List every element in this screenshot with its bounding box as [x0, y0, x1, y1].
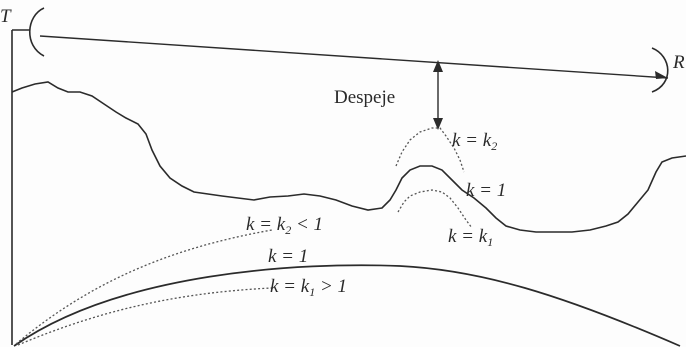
- clearance-label: Despeje: [334, 87, 395, 108]
- receiver-label: R: [672, 52, 685, 73]
- hill-label-k1-text: k = k: [448, 226, 488, 247]
- line-of-sight-arrowhead: [655, 71, 668, 79]
- hill-contour-k1: [397, 189, 473, 229]
- hill-label-k1-mid: k = 1: [466, 180, 506, 201]
- curve-label-k1-greater: k = k1 > 1: [270, 276, 347, 299]
- curve-label-k1-greater-tail: > 1: [315, 276, 347, 297]
- curve-label-k2-less-tail: < 1: [291, 214, 323, 235]
- hill-label-k1: k = k1: [448, 226, 493, 249]
- curve-label-k2-less: k = k2 < 1: [246, 214, 323, 237]
- terrain-profile: [11, 81, 686, 233]
- hill-label-k2: k = k2: [452, 130, 497, 153]
- transmitter-label: T: [0, 6, 12, 27]
- curve-label-k2-less-sub: 2: [285, 223, 291, 237]
- hill-label-k2-sub: 2: [491, 139, 497, 153]
- curve-label-k1: k = 1: [268, 246, 308, 267]
- earth-curve-k1: [13, 264, 681, 347]
- curve-label-k1-greater-text: k = k: [270, 276, 310, 297]
- hill-label-k2-text: k = k: [452, 130, 492, 151]
- hill-contour-k2: [395, 127, 465, 173]
- transmitter-antenna-icon: [29, 7, 45, 57]
- hill-label-k1-sub: 1: [487, 235, 493, 249]
- earth-curve-k1-greater: [17, 287, 273, 346]
- line-of-sight: [39, 35, 669, 79]
- receiver-antenna-icon: [651, 47, 669, 93]
- clearance-arrow-bottom-head: [433, 118, 443, 130]
- curve-label-k1-greater-sub: 1: [309, 285, 315, 299]
- earth-curve-k2-less: [15, 229, 273, 345]
- curve-label-k2-less-text: k = k: [246, 214, 286, 235]
- clearance-arrow-top-head: [433, 60, 443, 72]
